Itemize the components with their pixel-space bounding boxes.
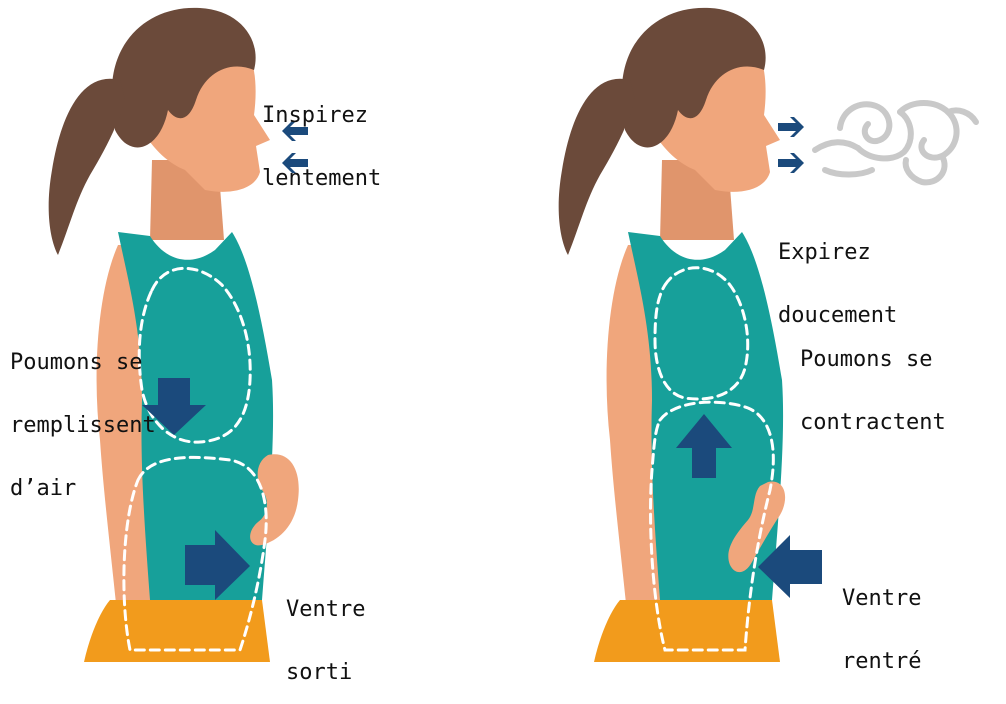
inhale-breath-label-line-1: Inspirez xyxy=(262,105,381,126)
inhale-lungs-label-line-3: d’air xyxy=(10,478,156,499)
exhale-belly-label: Ventre rentré xyxy=(842,546,921,693)
inhale-belly-label: Ventre sorti xyxy=(286,557,365,704)
exhale-lungs-label: Poumons se contractent xyxy=(800,307,946,454)
inhale-lungs-label-line-2: remplissent xyxy=(10,415,156,436)
exhale-belly-label-line-1: Ventre xyxy=(842,588,921,609)
inhale-belly-label-line-2: sorti xyxy=(286,662,365,683)
exhale-lungs-label-line-1: Poumons se xyxy=(800,349,946,370)
arrow-right-icon xyxy=(778,117,804,137)
inhale-lungs-label-line-1: Poumons se xyxy=(10,352,156,373)
breath-cloud-icon xyxy=(815,103,976,182)
exhale-breath-label-line-1: Expirez xyxy=(778,242,897,263)
inhale-belly-label-line-1: Ventre xyxy=(286,599,365,620)
exhale-breath-arrows xyxy=(778,117,804,173)
exhale-lungs-label-line-2: contractent xyxy=(800,412,946,433)
inhale-breath-label: Inspirez lentement xyxy=(262,63,381,210)
inhale-breath-label-line-2: lentement xyxy=(262,168,381,189)
arrow-right-icon xyxy=(778,153,804,173)
inhale-lungs-label: Poumons se remplissent d’air xyxy=(10,310,156,520)
